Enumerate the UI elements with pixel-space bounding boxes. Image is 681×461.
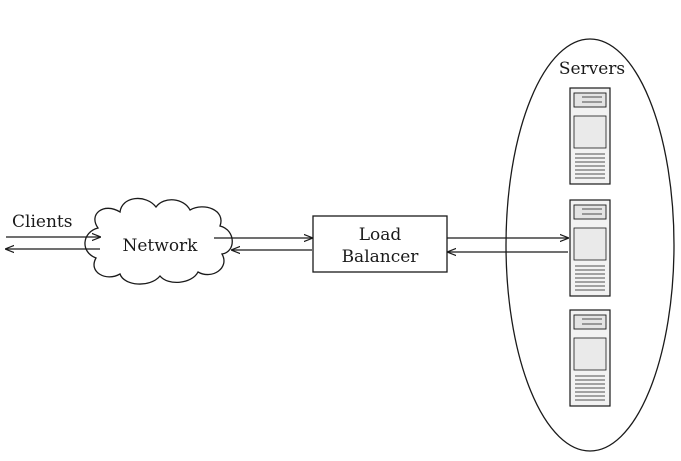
server-icon xyxy=(569,309,611,407)
network-label: Network xyxy=(123,236,199,256)
load-balancer-label-line2: Balancer xyxy=(342,247,420,267)
load-balancer-label-line1: Load xyxy=(359,225,402,245)
servers-label: Servers xyxy=(559,59,625,79)
server-icon xyxy=(569,87,611,185)
load-balancer-box xyxy=(312,215,448,273)
server-pool-ellipse xyxy=(505,38,675,452)
network-cloud-icon xyxy=(84,197,233,285)
clients-label: Clients xyxy=(12,212,72,232)
server-icon xyxy=(569,199,611,297)
